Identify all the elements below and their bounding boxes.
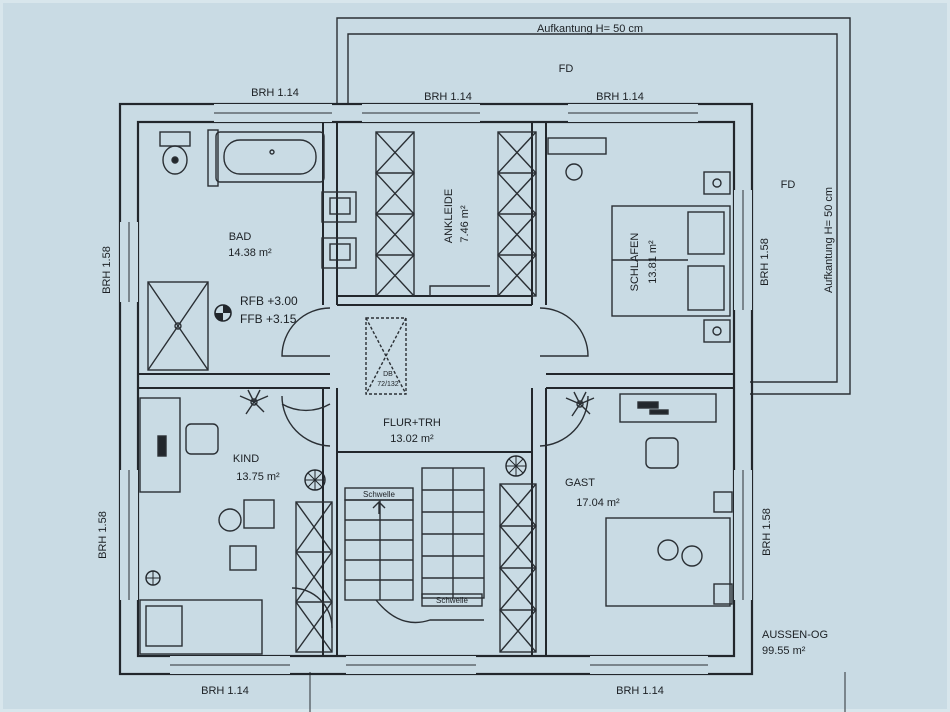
- room-name-ankleide: ANKLEIDE: [443, 189, 455, 243]
- wardrobe-ankleide-left: [375, 131, 415, 297]
- outer-walls: [118, 102, 754, 676]
- staircase: [344, 467, 485, 624]
- flat-roof-top-label: FD: [559, 63, 574, 75]
- shower: [147, 281, 209, 371]
- bathtub: [207, 129, 325, 187]
- nightstands-schlafen: [703, 171, 731, 343]
- summary-area: 99.55 m²: [762, 645, 806, 657]
- level-ffb: FFB +3.15: [240, 312, 297, 326]
- plant-icon-kind: [239, 389, 269, 415]
- window-label-right-lower: BRH 1.58: [761, 508, 773, 556]
- room-name-schlafen: SCHLAFEN: [629, 233, 641, 292]
- window-label-bottom-left: BRH 1.14: [201, 685, 249, 697]
- room-area-kind: 13.75 m²: [236, 471, 280, 483]
- threshold-label-top: Schwelle: [363, 490, 396, 499]
- wardrobe-ankleide-right: [497, 131, 537, 297]
- threshold-label-bottom: Schwelle: [436, 596, 469, 605]
- room-name-gast: GAST: [565, 477, 595, 489]
- window-label-right-upper: BRH 1.58: [759, 238, 771, 286]
- table-kind: [218, 499, 275, 571]
- terrace-outline: [309, 17, 851, 712]
- window-label-bottom-right: BRH 1.14: [616, 685, 664, 697]
- window-label-top-mid: BRH 1.14: [424, 91, 472, 103]
- room-name-flur: FLUR+TRH: [383, 417, 441, 429]
- db-label-line1: DB: [383, 371, 393, 378]
- room-area-flur: 13.02 m²: [390, 433, 434, 445]
- bed-gast: [605, 491, 733, 607]
- desk-kind: [139, 397, 219, 493]
- window-label-top-left: BRH 1.14: [251, 87, 299, 99]
- room-area-gast: 17.04 m²: [576, 497, 620, 509]
- terrace-side-label: Aufkantung H= 50 cm: [823, 187, 835, 293]
- level-marker-icon: [214, 304, 232, 322]
- wardrobe-kind: [295, 501, 333, 653]
- db-label-line2: 72/132: [377, 381, 399, 388]
- plant-icon-gast: [565, 391, 595, 417]
- wardrobe-gast: [499, 483, 537, 653]
- window-label-left-lower: BRH 1.58: [97, 511, 109, 559]
- radiator-icon-kind: [145, 469, 326, 586]
- db-shaft: [365, 317, 407, 395]
- radiator-icon-gast: [505, 455, 527, 477]
- room-area-ankleide: 7.46 m²: [459, 205, 471, 243]
- room-area-schlafen: 13.81 m²: [647, 240, 659, 284]
- room-name-bad: BAD: [229, 231, 252, 243]
- level-rfb: RFB +3.00: [240, 294, 298, 308]
- dresser-schlafen: [547, 137, 607, 181]
- window-label-top-right: BRH 1.14: [596, 91, 644, 103]
- flat-roof-right-label: FD: [781, 179, 796, 191]
- summary-label: AUSSEN-OG: [762, 629, 828, 641]
- bed-kind: [139, 599, 263, 655]
- window-label-left-upper: BRH 1.58: [101, 246, 113, 294]
- room-name-kind: KIND: [233, 453, 259, 465]
- terrace-top-label: Aufkantung H= 50 cm: [537, 23, 643, 35]
- washbasins: [321, 191, 357, 269]
- room-area-bad: 14.38 m²: [228, 247, 272, 259]
- toilet: [159, 131, 191, 175]
- desk-gast: [619, 393, 717, 469]
- bed-schlafen: [611, 205, 731, 317]
